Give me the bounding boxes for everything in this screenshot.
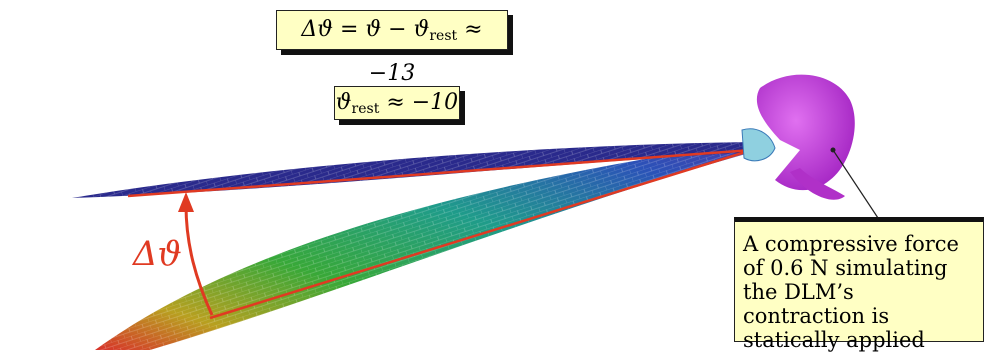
angle-arc xyxy=(184,204,214,316)
rest-lhs: ϑ xyxy=(335,90,352,115)
force-point-marker xyxy=(830,147,836,153)
equation-rhs: ≈ −13 xyxy=(368,17,483,86)
hinge-joint xyxy=(741,128,776,162)
rest-wing-axis xyxy=(127,148,753,198)
force-leader-line xyxy=(832,149,879,219)
deformed-wing-axis xyxy=(209,148,753,320)
angle-arc-arrowhead xyxy=(178,192,194,212)
force-annotation: A compressive force of 0.6 N simulating … xyxy=(734,217,984,352)
equation-subscript: rest xyxy=(429,28,458,44)
delta-theta-angle-label: Δϑ xyxy=(133,234,182,274)
thorax-lower-plate xyxy=(790,168,845,200)
rest-angle-label: ϑrest ≈ −10 xyxy=(334,86,460,120)
rest-rhs: ≈ −10 xyxy=(379,90,459,115)
equation-lhs: Δϑ = ϑ − ϑ xyxy=(301,17,430,42)
delta-theta-equation: Δϑ = ϑ − ϑrest ≈ −13 xyxy=(276,10,508,86)
thorax xyxy=(756,74,855,191)
rest-subscript: rest xyxy=(351,101,380,117)
